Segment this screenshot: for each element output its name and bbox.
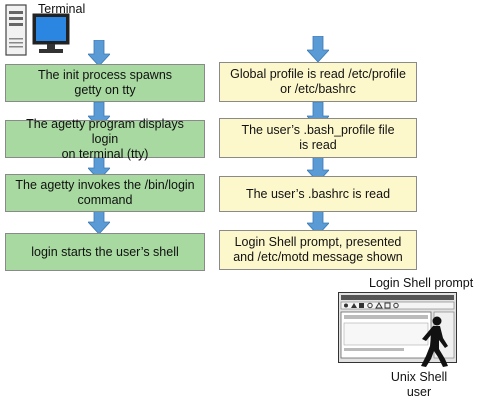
terminal-label: Terminal [38,2,86,16]
right-step-3: The user’s .bashrc is read [219,176,417,212]
computer-terminal-icon [5,4,70,56]
walking-user-icon [421,316,448,367]
left-step-1: The init process spawns getty on tty [5,64,205,102]
right-step-1: Global profile is read /etc/profile or /… [219,62,417,102]
left-step-4: login starts the user’s shell [5,233,205,271]
down-arrow-icon [307,36,329,62]
unix-shell-user-label: Unix Shell user [390,370,448,399]
login-shell-prompt-label: Login Shell prompt [369,276,474,290]
down-arrow-icon [88,40,110,66]
right-step-4: Login Shell prompt, presented and /etc/m… [219,230,417,270]
right-step-2: The user’s .bash_profile file is read [219,118,417,158]
left-step-3: The agetty invokes the /bin/login comman… [5,174,205,212]
left-step-2: The agetty program displays login on ter… [5,117,205,161]
